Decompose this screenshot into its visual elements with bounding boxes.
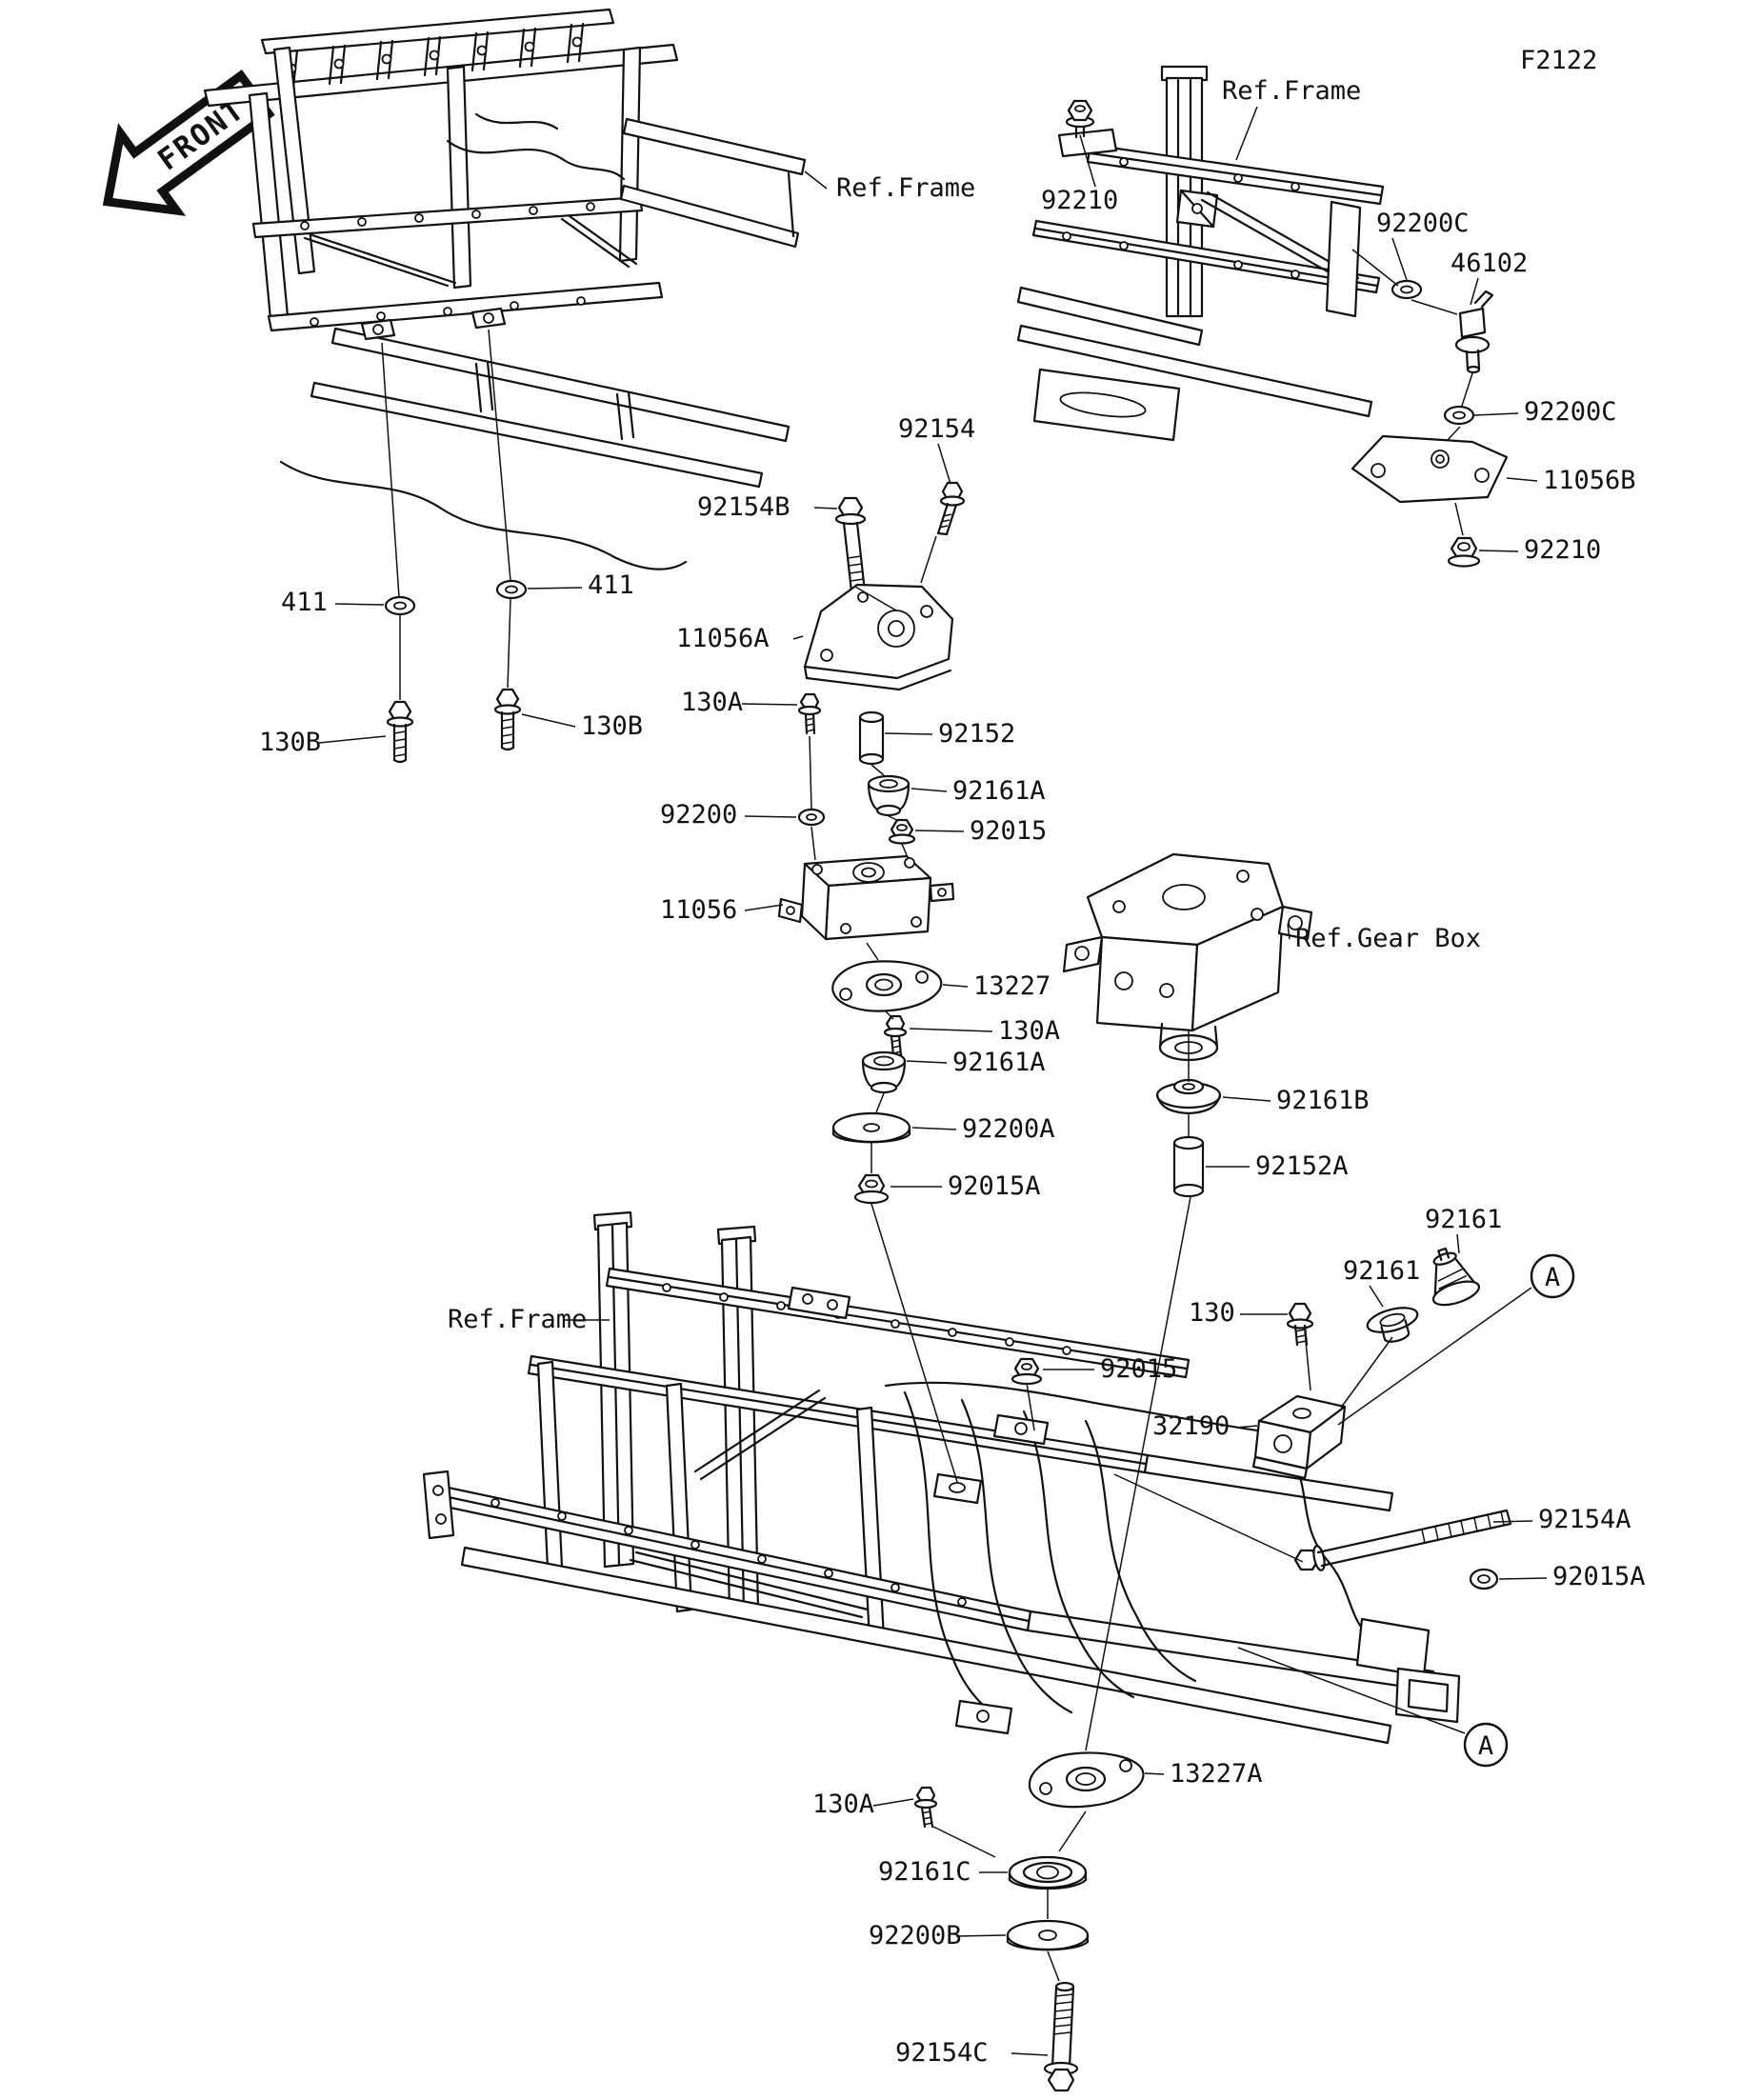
callout-92015-b: 92015	[1100, 1354, 1177, 1384]
detail-marker-a2: A	[1463, 1722, 1509, 1768]
part-130-bolt	[1286, 1302, 1314, 1347]
callout-92015-a: 92015	[970, 816, 1047, 846]
part-92161-damper-a	[1431, 1247, 1481, 1307]
part-92015a-nut-a	[853, 1173, 890, 1205]
callout-13227a: 13227A	[1170, 1759, 1263, 1789]
detail-marker-a1-label: A	[1545, 1263, 1560, 1292]
callout-92015a-a: 92015A	[948, 1171, 1041, 1201]
part-46102-breather	[1454, 290, 1494, 374]
part-13227a-plate	[1028, 1751, 1145, 1809]
callout-92210-a: 92210	[1041, 186, 1118, 215]
part-92152-sleeve	[858, 710, 885, 766]
callout-130b-b: 130B	[581, 711, 643, 741]
part-92161c-damper	[1008, 1855, 1088, 1890]
callout-92154c: 92154C	[895, 2038, 989, 2068]
leader-lines	[318, 106, 1548, 2056]
part-92161a-damper-a	[867, 774, 911, 817]
callout-411-b: 411	[588, 570, 634, 600]
callout-411-a: 411	[281, 588, 328, 617]
part-11056a-bracket	[803, 583, 954, 691]
callout-130: 130	[1189, 1298, 1235, 1328]
part-92210-nut-a	[1065, 99, 1095, 129]
part-92154c-bolt	[1043, 1981, 1079, 2092]
callout-92161-b: 92161	[1343, 1256, 1420, 1286]
gear-box-bracket-drawing	[1062, 852, 1313, 1062]
part-92015-nut-a	[888, 818, 916, 845]
part-130a-bolt-b	[883, 1014, 908, 1057]
callout-13227: 13227	[973, 971, 1051, 1001]
callout-130a-a: 130A	[681, 688, 743, 717]
callout-92200: 92200	[660, 800, 737, 830]
callout-92152a: 92152A	[1255, 1151, 1349, 1181]
part-92200-washer	[797, 808, 826, 827]
callout-92200c-a: 92200C	[1376, 209, 1470, 238]
callout-92161a-a: 92161A	[952, 776, 1046, 806]
callout-ref-frame-cab: Ref.Frame	[836, 173, 975, 203]
callout-ref-frame-front: Ref.Frame	[448, 1305, 587, 1334]
part-130b-bolt-a	[386, 700, 414, 764]
part-11056-bracket	[777, 854, 955, 941]
callout-92015a-b: 92015A	[1552, 1562, 1646, 1591]
callout-92200a: 92200A	[962, 1114, 1055, 1144]
callout-130b-a: 130B	[259, 728, 321, 757]
part-11056b-bracket	[1351, 434, 1509, 504]
detail-marker-a2-label: A	[1478, 1731, 1493, 1761]
callout-92200b: 92200B	[869, 1921, 962, 1950]
callout-92161-a: 92161	[1425, 1205, 1502, 1234]
part-92200a-washer	[831, 1111, 911, 1144]
callout-92154: 92154	[898, 414, 975, 444]
part-130b-bolt-b	[493, 688, 522, 751]
part-411-washer-b	[495, 579, 528, 600]
callout-labels: Ref.Frame Ref.Frame 92210 92200C 46102 9…	[259, 76, 1646, 2068]
part-32190-bracket	[1251, 1394, 1347, 1480]
rear-frame-drawing	[1016, 65, 1385, 442]
parts	[384, 99, 1512, 2092]
axis-lines	[381, 249, 1532, 1982]
part-92015a-washer-b	[1469, 1568, 1499, 1590]
part-13227-plate	[831, 960, 943, 1012]
part-92200b-washer	[1006, 1919, 1090, 1951]
part-92152a-sleeve	[1172, 1135, 1205, 1198]
part-92154-bolt	[936, 481, 966, 536]
part-92161-damper-b	[1366, 1307, 1419, 1343]
part-92161b-damper	[1155, 1078, 1222, 1115]
part-130a-bolt-c	[913, 1786, 938, 1829]
part-92161a-damper-b	[861, 1050, 907, 1094]
part-130a-bolt-a	[797, 692, 822, 735]
figure-code: F2122	[1520, 46, 1597, 75]
callout-11056: 11056	[660, 895, 737, 925]
callout-11056b: 11056B	[1543, 466, 1636, 495]
callout-92200c-b: 92200C	[1524, 397, 1617, 427]
callout-130a-b: 130A	[998, 1016, 1060, 1046]
callout-130a-c: 130A	[812, 1790, 874, 1819]
part-92200c-washer-b	[1443, 405, 1475, 426]
part-92015-nut-b	[1011, 1357, 1043, 1386]
part-92210-nut-b	[1447, 536, 1481, 568]
callout-92154b: 92154B	[697, 492, 790, 522]
detail-marker-a1: A	[1530, 1253, 1575, 1299]
callout-92161b: 92161B	[1276, 1086, 1370, 1115]
callout-92210-b: 92210	[1524, 535, 1601, 565]
part-411-washer-a	[384, 595, 416, 616]
callout-92161c: 92161C	[878, 1857, 971, 1887]
cab-frame-drawing	[203, 8, 807, 570]
callout-ref-frame-rear: Ref.Frame	[1222, 76, 1361, 106]
callout-ref-gear-box: Ref.Gear Box	[1295, 924, 1481, 953]
callout-92152: 92152	[938, 719, 1015, 749]
callout-46102: 46102	[1451, 249, 1528, 278]
callout-11056a: 11056A	[676, 624, 770, 653]
front-frame-drawing	[422, 1210, 1461, 1745]
callout-92161a-b: 92161A	[952, 1048, 1046, 1077]
callout-32190: 32190	[1152, 1411, 1230, 1441]
part-92200c-washer-a	[1391, 279, 1423, 300]
part-92154a-bolt	[1293, 1509, 1512, 1571]
front-arrow: FRONT	[102, 70, 275, 216]
callout-92154a: 92154A	[1538, 1505, 1631, 1534]
